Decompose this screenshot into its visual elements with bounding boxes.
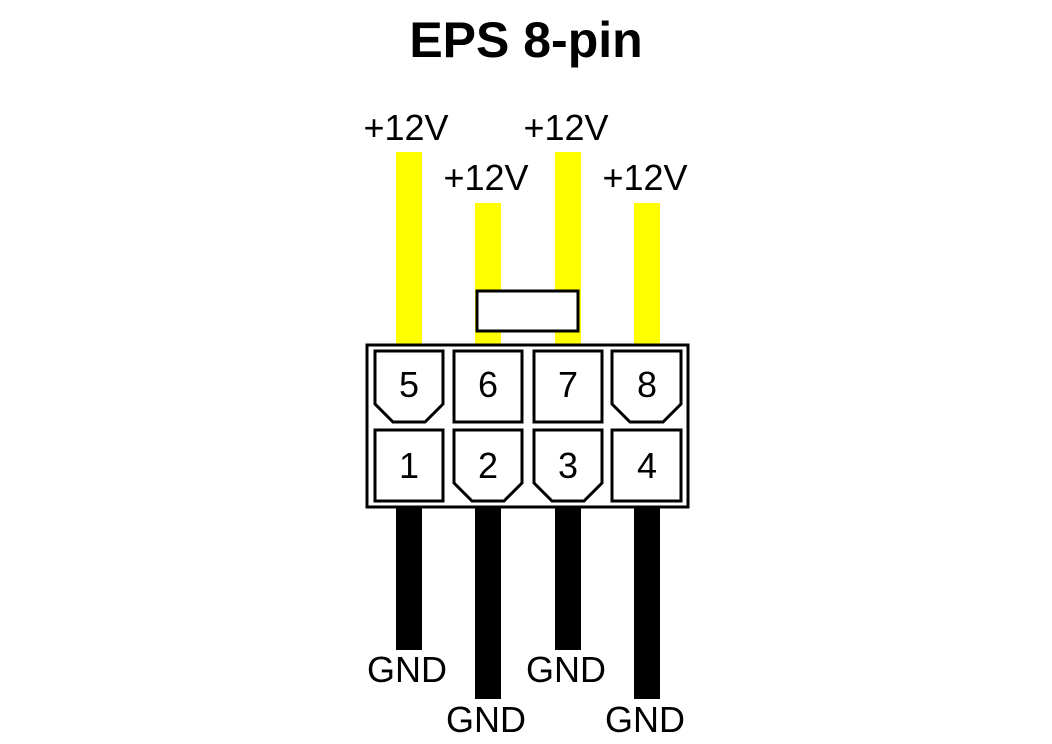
pin-cavity-1 <box>373 428 445 503</box>
wire-label-pin5: +12V <box>363 107 448 148</box>
pin-cavity-6 <box>452 349 524 424</box>
pin-number-2: 2 <box>478 445 498 486</box>
power-wire-pin5 <box>396 152 422 346</box>
pin-number-3: 3 <box>558 445 578 486</box>
wire-label-pin7: +12V <box>523 107 608 148</box>
pin-number-6: 6 <box>478 364 498 405</box>
pin-cavity-4 <box>610 428 683 503</box>
wire-label-pin8: +12V <box>602 157 687 198</box>
pin-number-4: 4 <box>637 445 657 486</box>
pin-number-8: 8 <box>637 364 657 405</box>
pin-number-7: 7 <box>558 364 578 405</box>
ground-wire-pin2 <box>475 506 501 699</box>
wire-label-pin1: GND <box>367 649 447 690</box>
wire-label-pin4: GND <box>605 699 685 740</box>
latch-clip <box>475 289 580 333</box>
pin-cavity-7 <box>532 349 604 424</box>
pin-number-5: 5 <box>399 364 419 405</box>
ground-wire-pin4 <box>634 506 660 699</box>
wire-label-pin2: GND <box>446 699 526 740</box>
pin-cavity-5 <box>373 349 445 424</box>
ground-wire-pin1 <box>396 506 422 650</box>
power-wire-pin8 <box>634 203 660 346</box>
pin-cavity-3 <box>532 428 604 503</box>
diagram-title: EPS 8-pin <box>409 12 642 68</box>
pin-cavity-8 <box>610 349 683 424</box>
wire-label-pin3: GND <box>526 649 606 690</box>
wire-label-pin6: +12V <box>443 157 528 198</box>
pin-number-1: 1 <box>399 445 419 486</box>
pin-cavity-2 <box>452 428 524 503</box>
ground-wire-pin3 <box>555 506 581 650</box>
